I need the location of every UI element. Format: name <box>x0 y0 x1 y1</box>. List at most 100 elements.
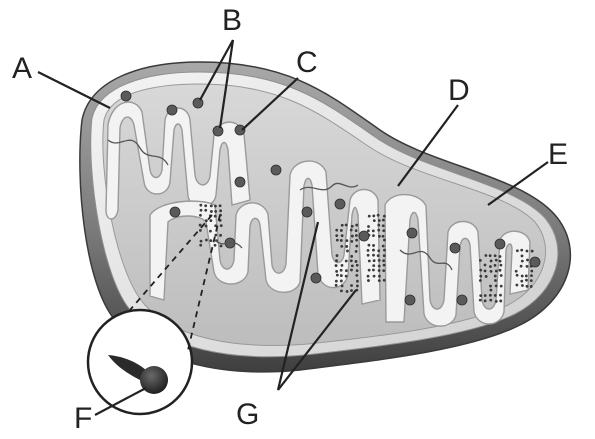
particle-dot <box>344 269 348 273</box>
particle-dot <box>340 234 344 238</box>
particle-dot <box>529 285 533 288</box>
particle-dot <box>525 249 529 253</box>
particle-dot <box>367 279 370 282</box>
leader-line-f <box>94 387 147 416</box>
particle-dot <box>520 259 524 263</box>
leader-line-a <box>37 71 111 109</box>
particle-dot <box>381 244 385 248</box>
particle-dot <box>377 223 381 227</box>
particle-dot <box>366 253 370 257</box>
particle-dot <box>478 298 482 302</box>
particle-dot <box>219 224 223 228</box>
particle-dot <box>382 259 386 263</box>
particle-dot <box>335 259 338 263</box>
particle-dot <box>377 269 381 272</box>
particle-dot <box>350 224 354 228</box>
particle-dot <box>493 274 497 278</box>
particle-dot <box>376 213 380 217</box>
cristae <box>105 101 531 327</box>
particle-dot <box>493 254 497 258</box>
particle-dot <box>520 248 524 252</box>
particle-dot <box>335 273 339 277</box>
particle-dot <box>199 203 203 207</box>
particle-dot <box>515 273 519 277</box>
particle-dot <box>209 229 212 233</box>
label-a: A <box>12 52 32 85</box>
particle-dot <box>382 269 386 273</box>
particle-dot <box>525 264 529 268</box>
particle-dot <box>334 264 338 267</box>
particle-dot <box>340 223 344 227</box>
particle-dot <box>494 279 497 282</box>
particle-dot <box>367 259 371 263</box>
particle-dot <box>520 279 524 283</box>
particle-dot <box>335 269 339 273</box>
particle-dot <box>483 294 487 297</box>
particle-dot <box>209 204 213 208</box>
particle-dot <box>372 274 376 278</box>
particle-dot <box>499 293 502 297</box>
particle-dot <box>498 259 502 263</box>
particle-dot <box>484 275 488 278</box>
particle-dot <box>210 210 213 213</box>
magnified-particle <box>86 308 194 416</box>
particle-dot <box>344 223 348 227</box>
particle-dot <box>382 229 386 233</box>
particle-dot <box>349 228 353 232</box>
particle-dot <box>345 290 349 293</box>
particle-dot <box>355 263 359 267</box>
leader-line-b2 <box>218 39 235 129</box>
particle-dot <box>372 268 375 272</box>
particle-dot <box>356 279 359 283</box>
particle-dot <box>213 214 217 218</box>
particle-dot <box>350 268 353 272</box>
particle-dot <box>377 228 381 232</box>
particle-dot <box>377 249 381 253</box>
particle-dot <box>334 279 338 283</box>
particle-dot <box>355 274 359 277</box>
particle-dot <box>204 224 208 228</box>
particle-dot <box>355 284 359 288</box>
particle-dot <box>350 289 353 292</box>
particle-dot <box>381 234 385 238</box>
particle-dot <box>372 214 376 218</box>
particle-dot <box>377 219 381 222</box>
particle-dot <box>493 294 497 297</box>
particle-dot <box>530 249 534 253</box>
particle-dot <box>204 219 208 223</box>
particle-dot <box>199 208 203 212</box>
particle-dot <box>198 223 202 227</box>
particle-dot <box>367 243 371 247</box>
particle-dot <box>378 274 381 278</box>
particle-dot <box>489 284 492 288</box>
particle-dot <box>489 259 493 263</box>
leader-line-e <box>487 161 549 206</box>
particle-dot <box>219 244 223 248</box>
particle-dot <box>376 254 380 258</box>
particle-dot <box>366 274 370 278</box>
particle-dot <box>355 238 359 242</box>
particle-dot <box>367 225 370 228</box>
particle-dot <box>345 245 349 248</box>
particle-dot <box>499 274 503 277</box>
particle-dot <box>483 299 487 303</box>
particle-dot <box>498 268 502 272</box>
particle-dot <box>335 238 339 242</box>
particle-dot <box>345 239 349 243</box>
particle-dot <box>499 263 503 267</box>
particle-dot <box>383 248 386 252</box>
leader-line-g1 <box>276 221 320 391</box>
particle-dot <box>355 269 359 273</box>
particle-dot <box>489 270 493 273</box>
particle-dot <box>339 239 343 242</box>
particle-dot <box>350 234 354 238</box>
particle-dot <box>378 234 381 238</box>
leader-line-d <box>397 104 459 187</box>
particle-dot <box>204 208 208 212</box>
particle-dot <box>339 268 343 272</box>
particle-dot <box>488 254 492 258</box>
particle-dot <box>366 248 370 252</box>
particle-dot <box>199 243 203 247</box>
particle-dot <box>494 258 498 262</box>
